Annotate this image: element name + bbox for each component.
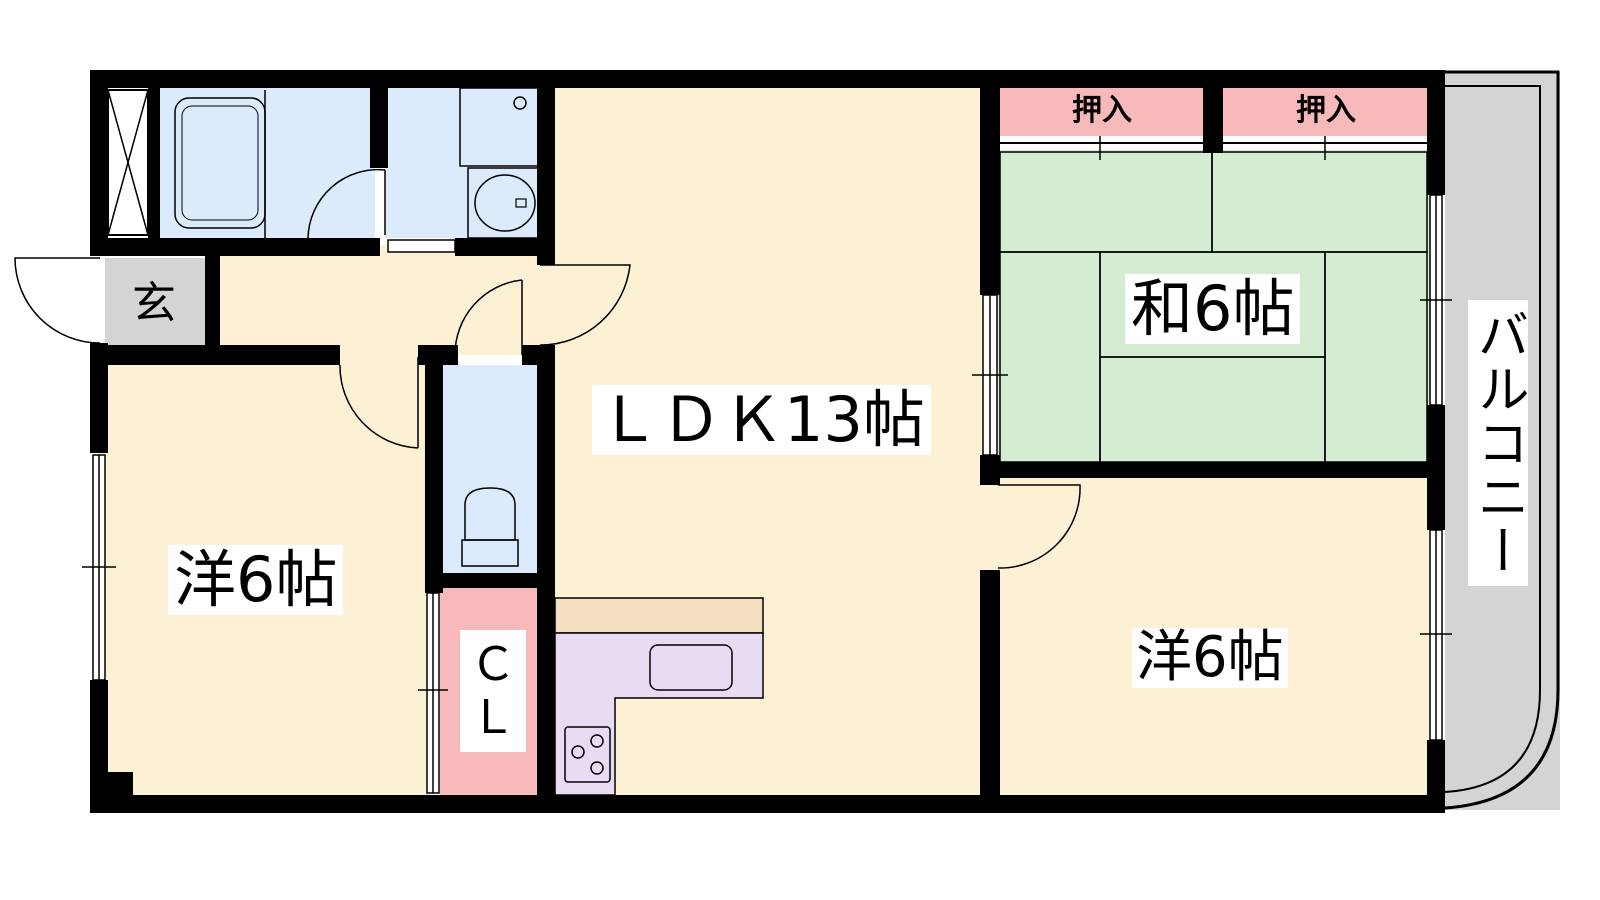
storage-left-floor <box>1000 88 1205 136</box>
stove-burners <box>571 734 604 775</box>
closet-label-line-2: Ｌ <box>470 689 516 744</box>
toilet-tank <box>461 539 519 567</box>
kitchen-counter-back <box>554 597 764 634</box>
western-room-right-label: 洋6帖 <box>1132 628 1288 688</box>
walls <box>90 70 1445 813</box>
balcony-railing <box>1444 70 1560 810</box>
hallway-floor <box>205 245 550 355</box>
closet-label: Ｃ Ｌ <box>460 630 526 752</box>
windows <box>82 194 1452 794</box>
closet-label-line-1: Ｃ <box>470 637 516 691</box>
bathtub-inner <box>181 105 259 221</box>
washer-drain <box>474 174 536 232</box>
toilet-bowl <box>464 487 516 541</box>
ldk-label: ＬＤＫ13帖 <box>592 385 931 455</box>
toilet-floor <box>440 365 540 575</box>
entrance-label: 玄 <box>132 278 176 329</box>
shoe-cabinet-cross <box>107 89 149 236</box>
entrance-floor <box>105 258 205 348</box>
kitchen-sink <box>649 644 733 691</box>
storage-right-label: 押入 <box>1296 93 1356 128</box>
storage-left-label: 押入 <box>1072 93 1132 128</box>
door-swings <box>14 168 1081 569</box>
western-room-left-label: 洋6帖 <box>168 545 344 615</box>
washbasin-tap <box>513 96 527 110</box>
balcony-label: バルコニー <box>1468 300 1528 586</box>
storage-right-floor <box>1222 88 1427 136</box>
bath-floor <box>160 88 375 238</box>
washer-drain-mark <box>515 198 527 208</box>
stove <box>564 726 611 783</box>
japanese-room-label: 和6帖 <box>1125 274 1301 344</box>
balcony-inner-rail <box>1444 85 1541 793</box>
washroom-floor <box>385 88 540 238</box>
